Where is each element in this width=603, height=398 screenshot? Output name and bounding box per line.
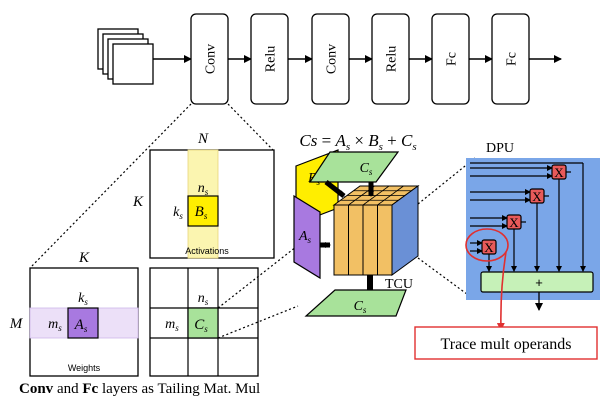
tcu-input-a-label: As xyxy=(298,229,312,245)
tcu-input-c-label: Cs xyxy=(360,161,373,177)
zoom-line-dpu-bottom xyxy=(417,257,476,301)
weights-matrix: K M ks ms As Weights xyxy=(9,250,139,377)
tcu-output-c-label: Cs xyxy=(354,299,367,315)
layer-label: Relu xyxy=(264,46,279,72)
activations-caption: Activations xyxy=(185,246,229,256)
activations-matrix: N K ns ks Bs Activations xyxy=(132,131,275,259)
zoom-line-tile-top xyxy=(217,235,311,309)
layer-label: Fc xyxy=(445,52,460,66)
activations-tile-col-label: ks xyxy=(173,205,183,221)
weights-dim-left: M xyxy=(9,316,24,332)
trace-box xyxy=(414,326,598,360)
tcu-cube-column xyxy=(362,204,378,276)
tcu-arrow-b-in xyxy=(324,180,346,198)
layer-label: Conv xyxy=(325,44,340,74)
output-tile-label: Cs xyxy=(194,317,208,334)
layer-label: Conv xyxy=(204,44,219,74)
trace-annotation: Trace mult operands xyxy=(414,326,598,360)
activations-dim-left: K xyxy=(132,194,144,210)
tcu-input-c-plate xyxy=(308,151,400,183)
zoom-line-right xyxy=(227,103,274,151)
tcu-label: TCU xyxy=(385,277,413,292)
adder-symbol: + xyxy=(535,275,543,290)
multiplier-unit xyxy=(551,164,567,180)
adder-block xyxy=(480,271,594,293)
multiplier-unit xyxy=(529,188,545,204)
multiplier-unit xyxy=(506,214,522,230)
tcu-cube-front xyxy=(333,185,412,276)
activation-tile xyxy=(187,195,219,227)
trace-arrow xyxy=(496,251,507,331)
activations-dim-top: N xyxy=(197,131,209,147)
multiplier-symbol: X xyxy=(509,215,519,230)
output-tile xyxy=(187,307,219,339)
dpu-wires xyxy=(470,162,586,272)
weight-tile xyxy=(67,307,99,339)
weights-tile-col-label: ms xyxy=(48,317,62,333)
zoom-line-dpu-top xyxy=(417,157,476,205)
weights-tile-label: As xyxy=(74,317,88,334)
trace-label: Trace mult operands xyxy=(441,336,572,353)
multiplier-symbol: X xyxy=(554,165,564,180)
dpu-label: DPU xyxy=(486,141,514,156)
weights-caption: Weights xyxy=(68,363,101,373)
zoom-line-tile-bottom xyxy=(217,305,299,339)
layer-pipeline: Conv Relu Conv Relu Fc Fc xyxy=(153,13,562,105)
layer-label: Fc xyxy=(505,52,520,66)
layer-label: Relu xyxy=(385,46,400,72)
tcu-cube-column xyxy=(348,204,364,276)
tcu-cube-column xyxy=(333,204,349,276)
output-tile-col-label: ms xyxy=(165,317,179,333)
tcu-output-c-plate xyxy=(304,289,407,317)
multiplier-symbol: X xyxy=(484,240,494,255)
figure-caption: Conv and Fc layers as Tailing Mat. Mul xyxy=(19,381,260,397)
output-matrix: ns ms Cs xyxy=(149,267,259,377)
tcu-unit: Bs Cs As Cs TCU xyxy=(293,149,420,317)
input-stack-icon xyxy=(97,28,154,85)
weights-tile-row-label: ks xyxy=(78,291,88,307)
multiplier-unit xyxy=(481,239,497,255)
tcu-equation: Cs = As × Bs + Cs xyxy=(299,131,416,153)
tcu-input-a-plate xyxy=(293,194,321,280)
weights-dim-top: K xyxy=(78,250,90,266)
trace-highlight-ellipse xyxy=(465,228,509,262)
output-tile-row-label: ns xyxy=(198,291,209,307)
tcu-cube-column xyxy=(377,204,393,276)
multiplier-symbol: X xyxy=(532,189,542,204)
activations-tile-label: Bs xyxy=(195,204,208,221)
activations-tile-row-label: ns xyxy=(198,181,209,197)
